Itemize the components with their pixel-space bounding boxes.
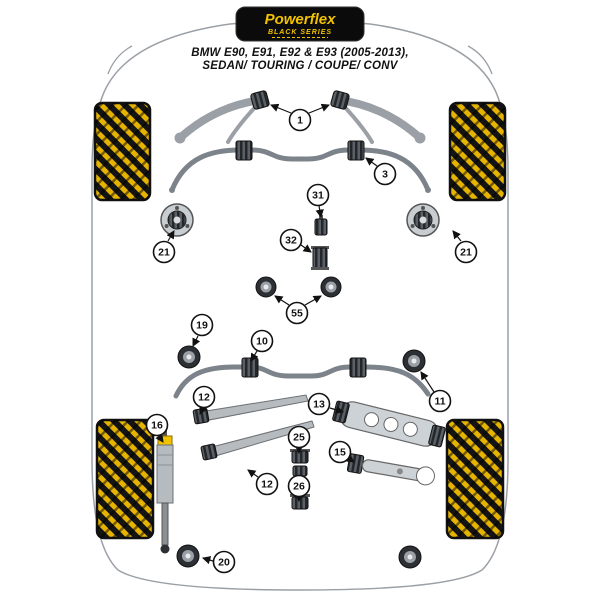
- rear-anti-roll-bar: [173, 357, 431, 399]
- callout-number: 12: [198, 392, 210, 404]
- tire-rear-right: [445, 418, 505, 540]
- callout-19: 19: [190, 313, 214, 337]
- rear-round-bush-bottom-left: [176, 544, 200, 568]
- callout-11: 11: [428, 389, 452, 413]
- callout-25: 25: [287, 425, 311, 449]
- callout-number: 10: [256, 336, 268, 348]
- engine-mount-right: [406, 203, 440, 237]
- rear-round-bush-right: [402, 349, 426, 373]
- fender-line-right: [467, 45, 493, 75]
- callout-number: 26: [293, 481, 305, 493]
- callout-arrows: [155, 103, 462, 565]
- powerflex-logo: Powerflex BLACK SERIES: [235, 6, 365, 42]
- front-anti-roll-bar: [169, 140, 431, 193]
- brand-series: BLACK SERIES: [268, 29, 332, 36]
- callout-10: 10: [250, 329, 274, 353]
- callout-21-right: 21: [454, 240, 478, 264]
- small-bush-pair: [290, 449, 310, 477]
- callout-number: 15: [334, 447, 346, 459]
- tie-rod-lower: [200, 420, 315, 461]
- callout-16: 16: [145, 413, 169, 437]
- callout-20: 20: [212, 550, 236, 574]
- callout-number: 3: [382, 169, 388, 181]
- gear-linkage-bush-lower: [311, 246, 329, 270]
- center-round-bush-left: [255, 276, 277, 298]
- callout-55: 55: [285, 301, 309, 325]
- engine-mount-left: [160, 203, 194, 237]
- rear-round-bush-left: [177, 345, 201, 369]
- tie-rod-upper: [192, 394, 309, 425]
- title-line-2: SEDAN/ TOURING / COUPE/ CONV: [202, 60, 398, 72]
- callout-number: 21: [158, 247, 170, 259]
- callout-26: 26: [287, 474, 311, 498]
- callout-15: 15: [328, 440, 352, 464]
- callout-number: 12: [261, 479, 273, 491]
- callout-number: 55: [291, 308, 303, 320]
- callout-number: 16: [151, 420, 163, 432]
- callout-13: 13: [307, 392, 331, 416]
- tire-front-right: [448, 101, 507, 202]
- callout-31: 31: [306, 183, 330, 207]
- callout-number: 13: [313, 399, 325, 411]
- fender-line-left: [107, 45, 133, 75]
- callout-21-left: 21: [152, 240, 176, 264]
- tire-rear-left: [95, 418, 155, 540]
- callout-number: 1: [297, 115, 303, 127]
- callout-number: 31: [312, 190, 324, 202]
- callout-number: 20: [218, 557, 230, 569]
- callout-number: 32: [285, 235, 297, 247]
- callout-number: 11: [434, 396, 445, 408]
- callout-12-upper: 12: [192, 385, 216, 409]
- callout-number: 25: [293, 432, 305, 444]
- rear-round-bush-bottom-right: [398, 545, 422, 569]
- brand-name: Powerflex: [265, 11, 337, 28]
- title-line-1: BMW E90, E91, E92 & E93 (2005-2013),: [191, 47, 409, 59]
- front-upper-arms: [174, 90, 426, 144]
- callout-number: 21: [460, 247, 472, 259]
- center-round-bush-right: [320, 276, 342, 298]
- callout-32: 32: [279, 228, 303, 252]
- callout-1: 1: [288, 108, 312, 132]
- callout-3: 3: [373, 162, 397, 186]
- callout-12-lower: 12: [255, 472, 279, 496]
- tire-front-left: [93, 101, 152, 202]
- callout-number: 19: [196, 320, 208, 332]
